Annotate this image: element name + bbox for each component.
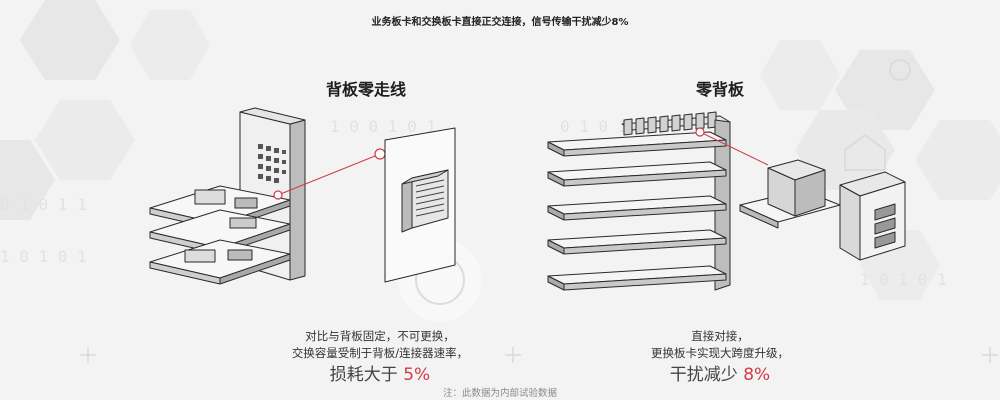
left-stat-value: 5%	[403, 365, 431, 385]
right-stat-label: 干扰减少	[669, 365, 738, 385]
right-title: 零背板	[695, 80, 744, 99]
left-desc-line2: 交换容量受制于背板/连接器速率，	[291, 346, 469, 360]
left-stat-label: 损耗大于	[329, 365, 398, 385]
svg-text:0 1 0 1 1: 0 1 0 1 1	[0, 195, 87, 214]
right-desc-line1: 直接对接，	[691, 329, 749, 343]
svg-text:1 0 1 0 1: 1 0 1 0 1	[0, 247, 87, 266]
right-stat-value: 8%	[743, 365, 771, 385]
svg-text:1 0 1 0 1: 1 0 1 0 1	[860, 270, 947, 289]
svg-text:1 0 0 1 0 1: 1 0 0 1 0 1	[330, 117, 436, 136]
svg-text:0 1 0 1: 0 1 0 1	[560, 117, 627, 136]
left-title: 背板零走线	[325, 80, 406, 99]
backplane-figure	[149, 107, 456, 285]
headline: 业务板卡和交换板卡直接正交连接，信号传输干扰减少8%	[371, 17, 629, 28]
right-stat: 干扰减少 8%	[570, 360, 870, 385]
footnote: 注：此数据为内部试验数据	[442, 388, 557, 399]
left-desc-line1: 对比与背板固定，不可更换，	[305, 329, 455, 343]
right-desc-line2: 更换板卡实现大跨度升级，	[651, 346, 789, 360]
left-stat: 损耗大于 5%	[230, 360, 530, 385]
orthogonal-figure	[547, 111, 906, 291]
